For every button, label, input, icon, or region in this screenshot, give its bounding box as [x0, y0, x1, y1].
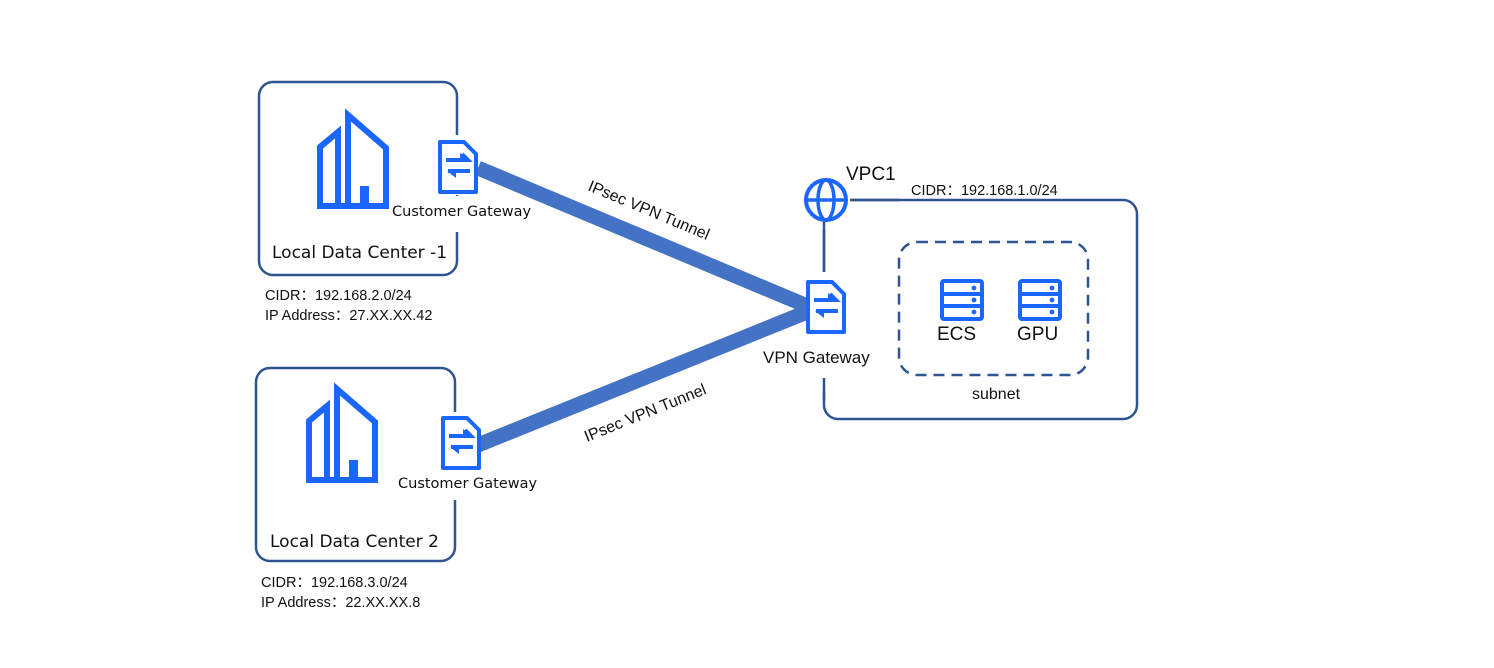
- ipsec-tunnel-1[interactable]: [475, 161, 815, 315]
- server-icon: [940, 279, 984, 321]
- data-center-1-name: Local Data Center -1: [272, 243, 448, 263]
- customer-gateway-2-icon[interactable]: [441, 416, 481, 470]
- customer-gateway-2-label: Customer Gateway: [398, 476, 538, 492]
- data-center-2-ip: IP Address：22.XX.XX.8: [261, 595, 421, 611]
- subnet-label: subnet: [972, 386, 1021, 403]
- data-center-1-cidr: CIDR：192.168.2.0/24: [265, 288, 412, 304]
- vpn-gateway-icon[interactable]: [806, 280, 846, 334]
- ecs-label: ECS: [937, 324, 977, 345]
- building-icon: [306, 389, 378, 480]
- data-center-2-name: Local Data Center 2: [270, 532, 439, 552]
- subnet-box: [897, 240, 1090, 377]
- globe-icon: [804, 178, 848, 222]
- building-icon: [317, 115, 389, 206]
- customer-gateway-1-icon[interactable]: [438, 140, 478, 194]
- ipsec-tunnel-2[interactable]: [475, 303, 815, 452]
- vpc-cidr: CIDR：192.168.1.0/24: [911, 183, 1058, 199]
- vpc-title: VPC1: [846, 164, 896, 185]
- data-center-1-ip: IP Address：27.XX.XX.42: [265, 308, 433, 324]
- gpu-label: GPU: [1017, 324, 1059, 345]
- customer-gateway-1-label: Customer Gateway: [392, 204, 532, 220]
- server-icon: [1018, 279, 1062, 321]
- data-center-2-cidr: CIDR：192.168.3.0/24: [261, 575, 408, 591]
- vpn-gateway-label: VPN Gateway: [763, 348, 870, 367]
